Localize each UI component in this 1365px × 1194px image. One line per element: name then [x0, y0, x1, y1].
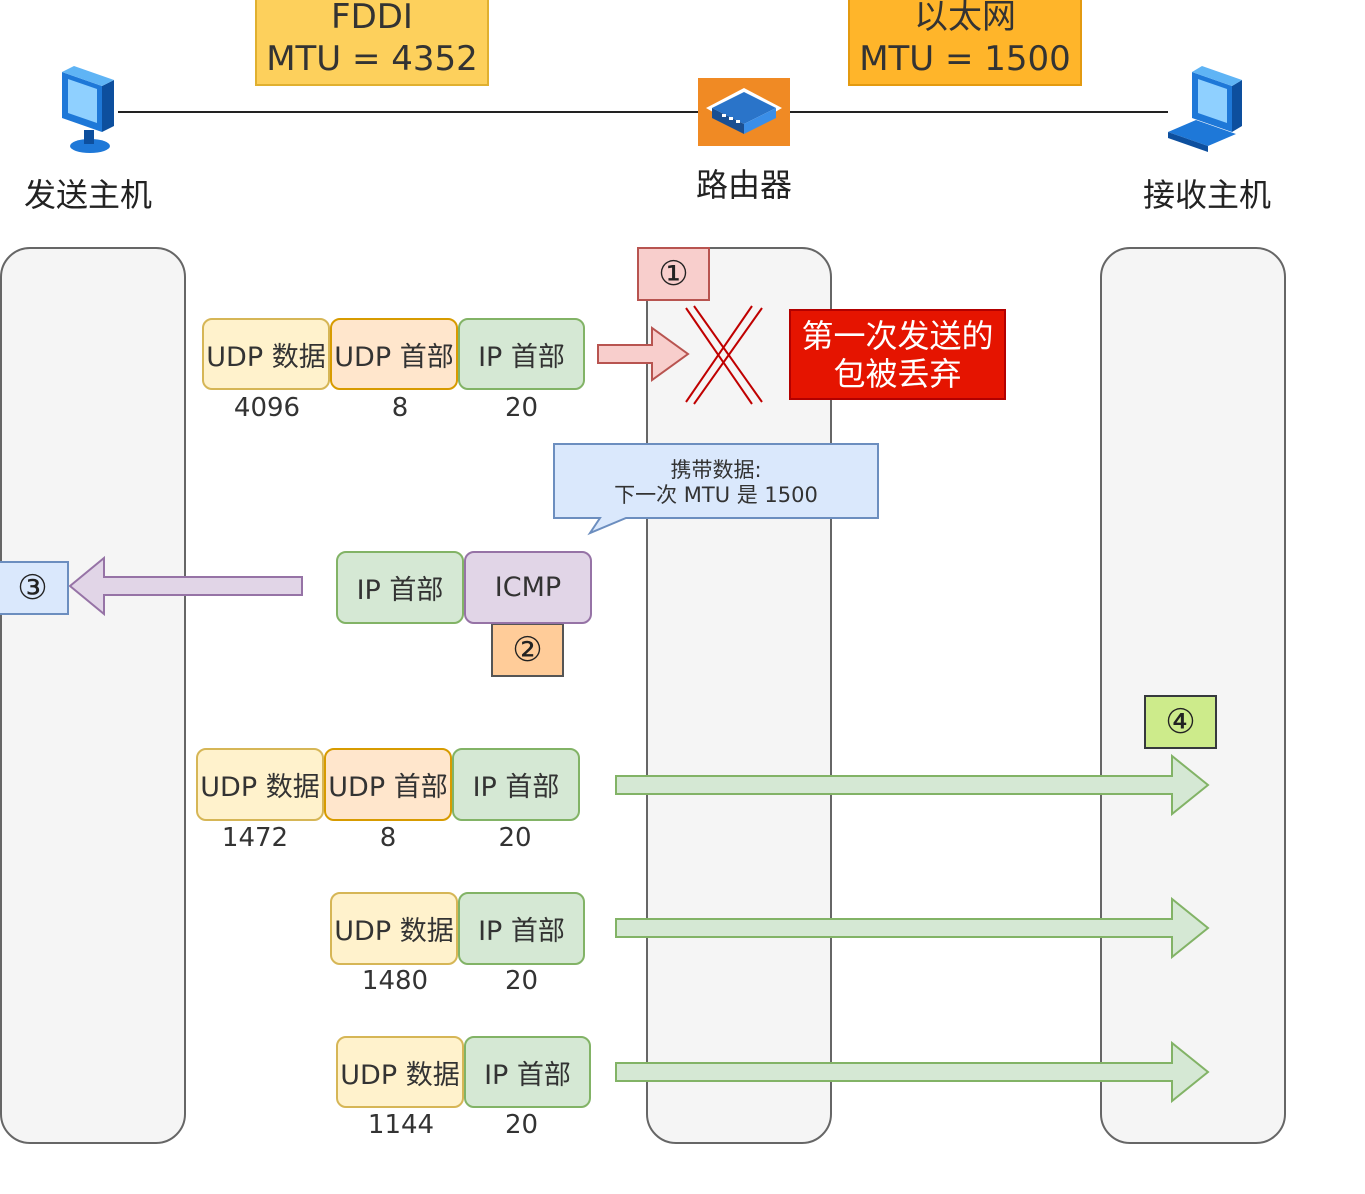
fragment-2-ip-header: IP 首部 [458, 892, 585, 965]
fragment-2-arrow [615, 896, 1210, 960]
fragment-3-ip-header: IP 首部 [464, 1036, 591, 1108]
receiver-computer-icon [1168, 66, 1242, 152]
first-send-ip-header: IP 首部 [458, 318, 585, 390]
icmp-reply-arrow [68, 555, 303, 617]
mtu-callout-line-2: 下一次 MTU 是 1500 [614, 483, 818, 507]
step-badge-1: ① [637, 247, 710, 301]
sender-computer-icon [62, 66, 114, 153]
first-send-arrow [597, 326, 690, 382]
fragment-3-ip-header-size: 20 [504, 1110, 539, 1140]
fragment-2-udp-data: UDP 数据 [330, 892, 458, 965]
fragment-1-ip-header-size: 20 [498, 823, 532, 853]
mtu-callout-shape [553, 443, 879, 536]
mtu-callout-line-1: 携带数据: [670, 458, 762, 482]
packet-dropped-note-line-2: 包被丢弃 [833, 354, 962, 393]
packet-dropped-note-line-1: 第一次发送的 [801, 316, 994, 355]
fddi-link-name: FDDI [331, 0, 413, 37]
fragment-2-udp-data-size: 1480 [361, 966, 429, 996]
fragment-3-arrow [615, 1040, 1210, 1104]
mtu-callout: 携带数据: 下一次 MTU 是 1500 [558, 458, 874, 508]
receiver-label: 接收主机 [1143, 176, 1272, 214]
fragment-3-udp-data-size: 1144 [367, 1110, 435, 1140]
sender-label: 发送主机 [24, 176, 153, 214]
ethernet-link-box: 以太网 MTU = 1500 [848, 0, 1082, 86]
fragment-1-udp-header-size: 8 [379, 823, 397, 853]
step-badge-4: ④ [1144, 695, 1217, 749]
topology-canvas [118, 111, 1168, 113]
fragment-3-udp-data: UDP 数据 [336, 1036, 464, 1108]
first-send-udp-header-size: 8 [391, 393, 409, 423]
ethernet-link-mtu: MTU = 1500 [859, 39, 1071, 79]
router-label: 路由器 [696, 166, 793, 204]
router-icon [698, 78, 790, 146]
ethernet-link-name: 以太网 [914, 0, 1016, 37]
fragment-1-ip-header: IP 首部 [452, 748, 580, 821]
fddi-link-mtu: MTU = 4352 [266, 39, 478, 79]
packet-dropped-note: 第一次发送的 包被丢弃 [789, 309, 1006, 400]
fragment-1-arrow [615, 753, 1210, 817]
first-send-ip-header-size: 20 [504, 393, 539, 423]
step-badge-2: ② [491, 623, 564, 677]
arrows-canvas [68, 305, 1210, 1104]
first-send-udp-data: UDP 数据 [202, 318, 330, 390]
first-send-udp-header: UDP 首部 [330, 318, 458, 390]
fragment-1-udp-data-size: 1472 [221, 823, 289, 853]
icmp-message: ICMP [464, 551, 592, 624]
fragment-1-udp-data: UDP 数据 [196, 748, 324, 821]
step-badge-3: ③ [0, 561, 69, 615]
fddi-link-box: FDDI MTU = 4352 [255, 0, 489, 86]
fragment-2-ip-header-size: 20 [504, 966, 539, 996]
icmp-ip-header: IP 首部 [336, 551, 464, 624]
sender-lane [0, 247, 186, 1144]
first-send-udp-data-size: 4096 [233, 393, 301, 423]
drop-cross-icon [685, 305, 763, 405]
fragment-1-udp-header: UDP 首部 [324, 748, 452, 821]
